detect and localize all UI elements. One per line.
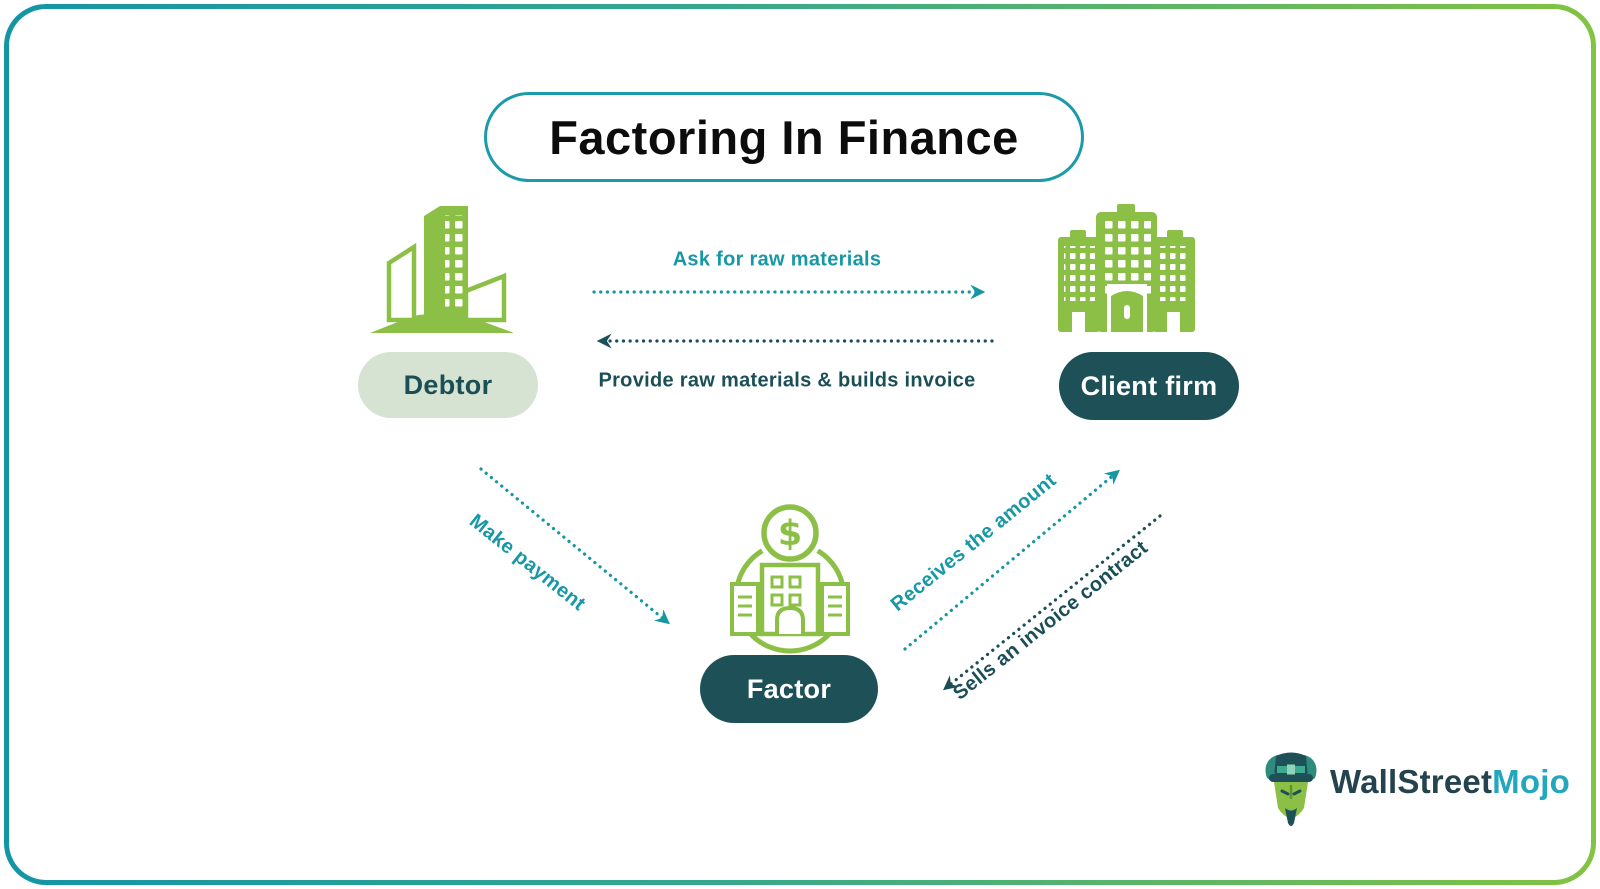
factor-node: Factor: [700, 655, 878, 723]
debtor-node: Debtor: [358, 352, 538, 418]
wallstreetmojo-wordmark: WallStreetMojo: [1330, 763, 1570, 801]
factor-label: Factor: [746, 673, 832, 704]
ask-raw-materials-label: Ask for raw materials: [672, 248, 882, 271]
client-firm-label: Client firm: [1080, 370, 1218, 401]
logo-text-secondary: Mojo: [1492, 763, 1570, 800]
page-title: Factoring In Finance: [549, 110, 1019, 164]
provide-raw-materials-label: Provide raw materials & builds invoice: [598, 369, 976, 392]
logo-text-primary: WallStreet: [1330, 763, 1493, 800]
client-firm-node: Client firm: [1059, 352, 1239, 420]
title-box: Factoring In Finance: [484, 92, 1084, 182]
debtor-label: Debtor: [403, 369, 493, 400]
